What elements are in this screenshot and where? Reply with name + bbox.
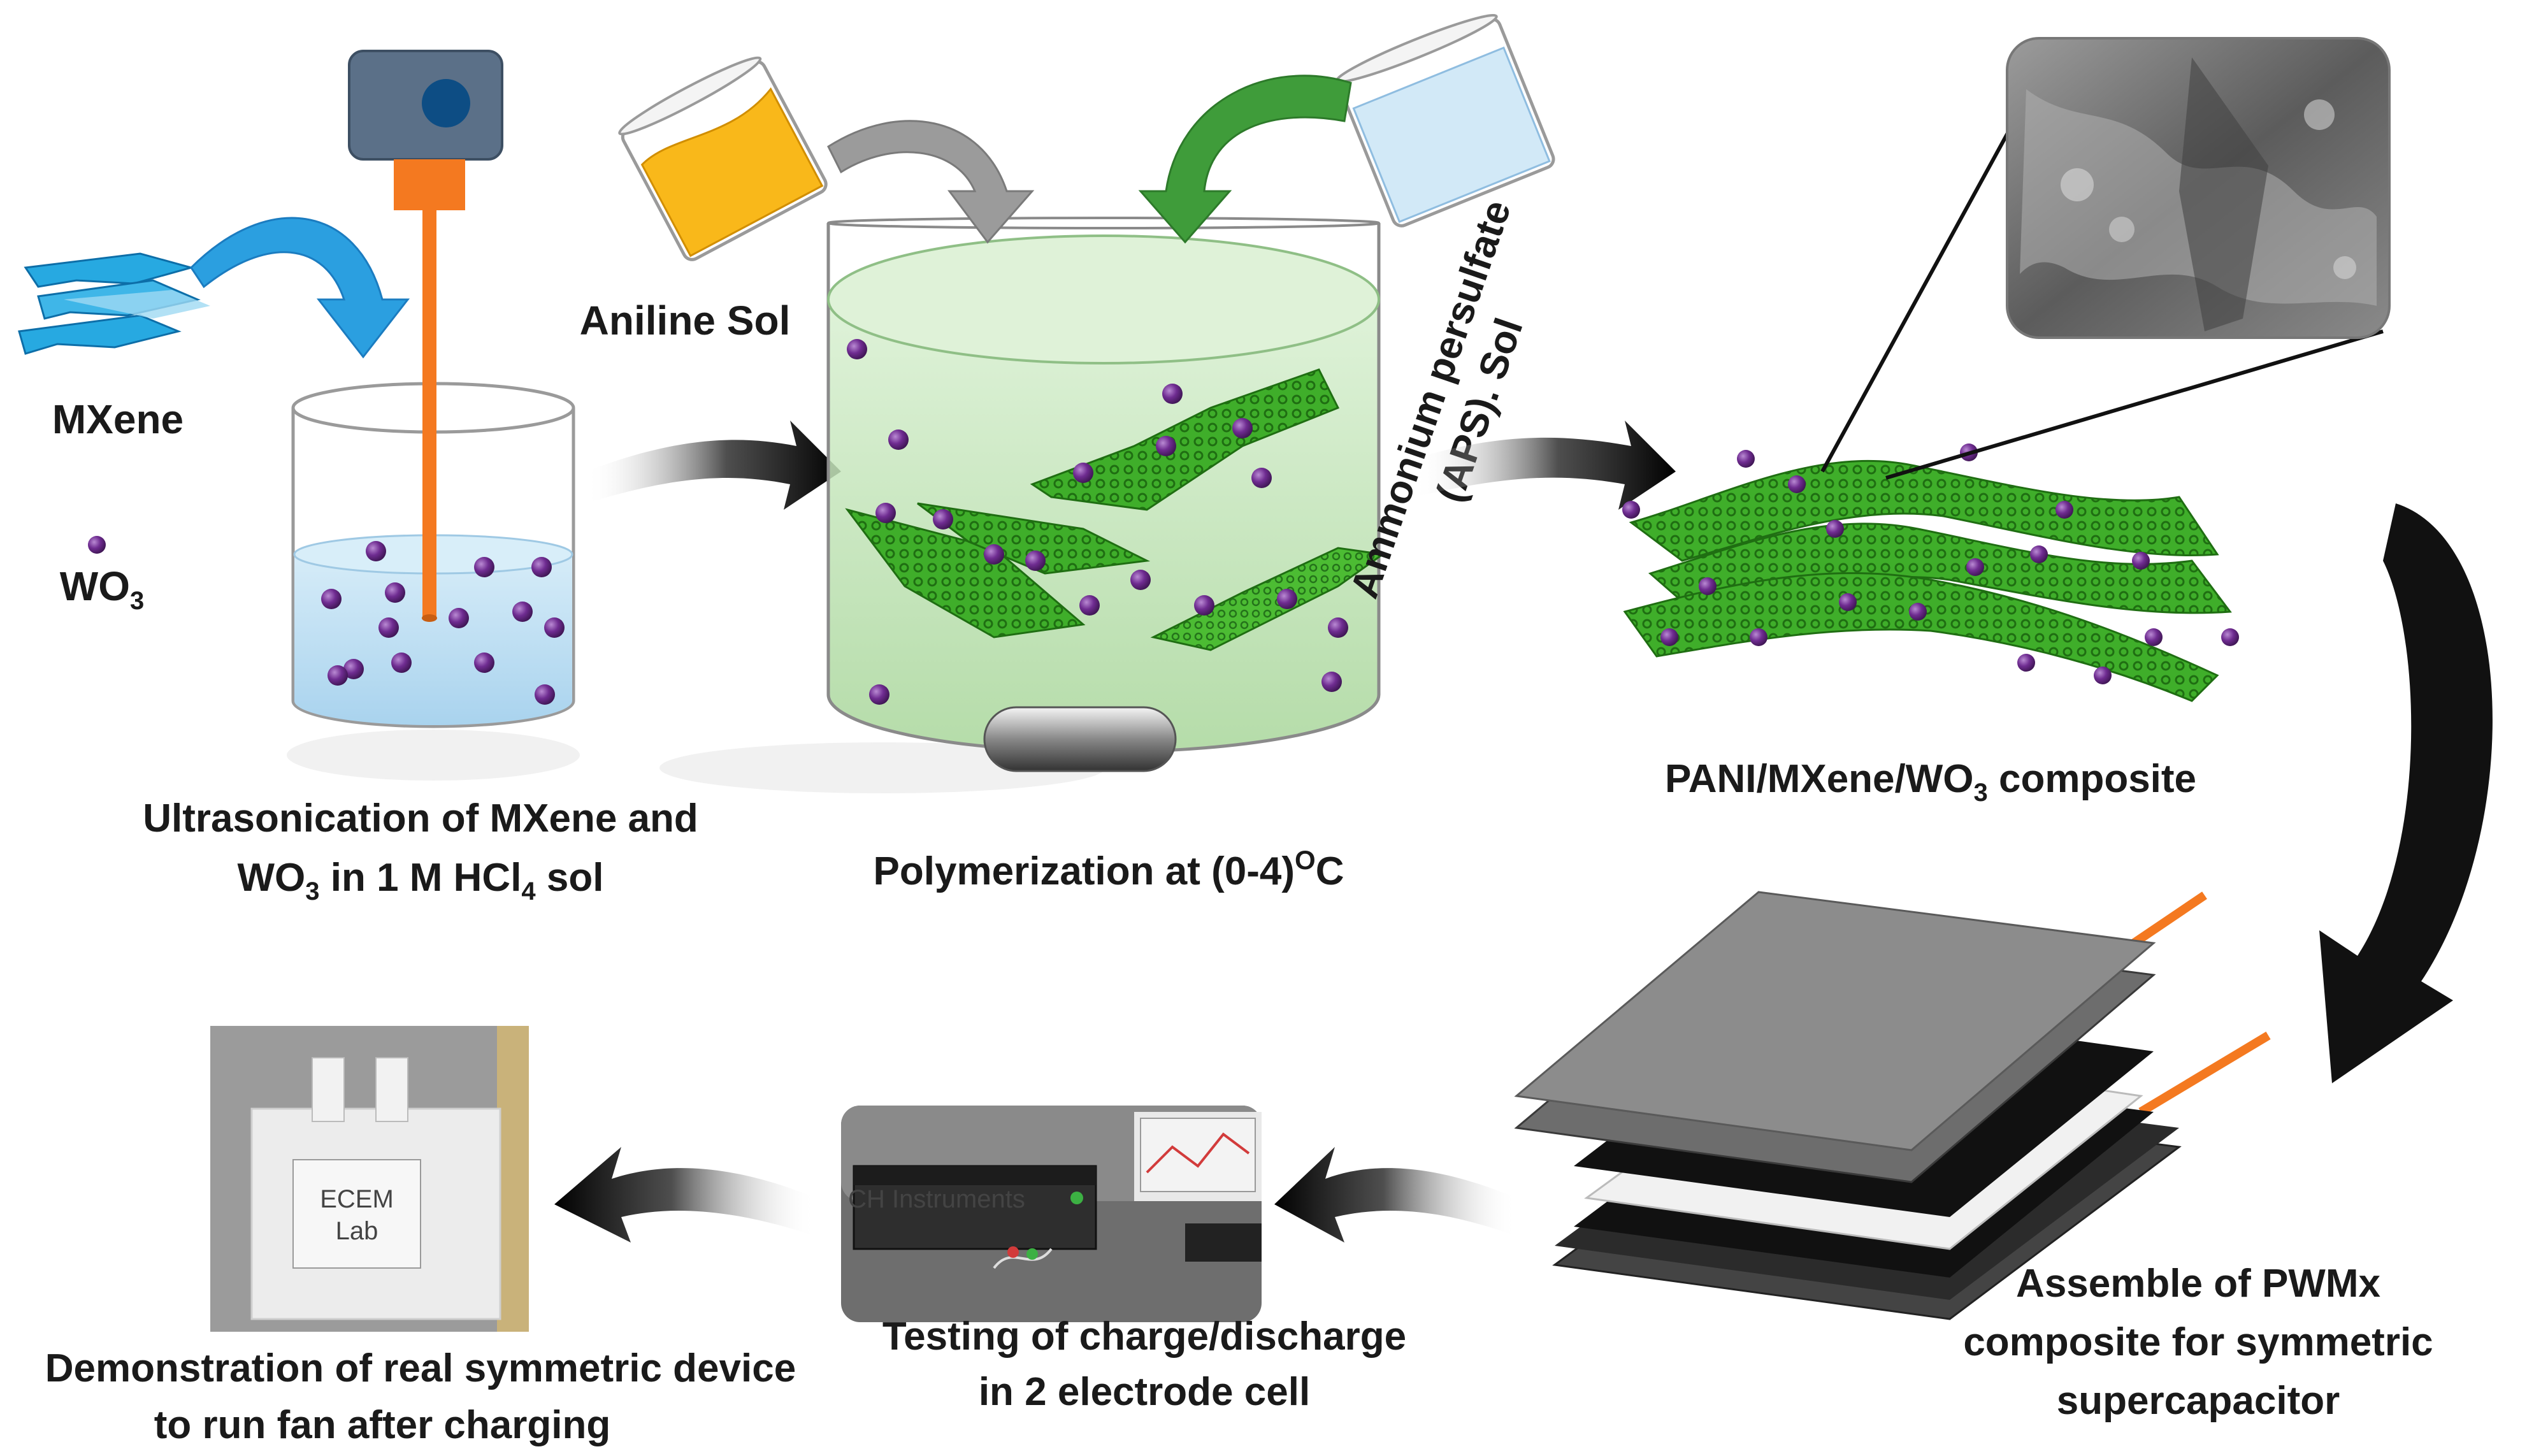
mxene-flakes-icon — [18, 252, 210, 355]
svg-text:CH Instruments: CH Instruments — [848, 1185, 1025, 1213]
composite-caption: PANI/MXene/WO3 composite — [1665, 757, 2196, 807]
wo3-particle-icon — [2017, 654, 2035, 672]
wo3-particle-icon — [535, 684, 555, 705]
wo3-particle-icon — [847, 339, 867, 359]
wo3-particle-icon — [1194, 595, 1214, 616]
wo3-particle-icon — [1277, 589, 1297, 609]
wo3-particle-icon — [869, 684, 889, 705]
assemble-caption-line2: composite for symmetric — [1963, 1320, 2433, 1364]
wo3-particle-legend-icon — [88, 536, 106, 554]
wo3-particle-icon — [933, 509, 953, 530]
wo3-particle-icon — [2132, 552, 2150, 570]
testing-caption-line2: in 2 electrode cell — [979, 1370, 1310, 1414]
wo3-particle-icon — [1839, 593, 1857, 611]
wo3-particle-icon — [366, 541, 386, 561]
process-arrow-2-icon — [1415, 421, 1676, 510]
wo3-particle-icon — [2055, 501, 2073, 519]
sem-callout-line-2 — [1885, 329, 2384, 480]
svg-text:Lab: Lab — [336, 1217, 378, 1245]
polymerization-caption: Polymerization at (0-4)OC — [874, 845, 1344, 893]
assemble-caption-line3: supercapacitor — [2057, 1379, 2340, 1423]
composite-sheets-icon — [1623, 459, 2232, 702]
mxene-add-arrow-icon — [190, 217, 410, 359]
wo3-particle-icon — [512, 602, 533, 622]
wo3-particle-icon — [1130, 570, 1151, 590]
wo3-particle-icon — [1025, 551, 1046, 571]
wo3-particle-icon — [1622, 501, 1640, 519]
wo3-particle-icon — [875, 503, 896, 523]
testing-caption-line1: Testing of charge/discharge — [882, 1315, 1406, 1359]
process-arrow-4-icon — [1274, 1147, 1516, 1243]
aniline-label: Aniline Sol — [580, 298, 791, 343]
wo3-particle-icon — [1073, 463, 1093, 483]
green-sheets-in-solution — [845, 368, 1385, 651]
aps-beaker-icon — [1335, 13, 1555, 227]
wo3-particle-icon — [1251, 468, 1272, 488]
pouch-cell-photo: ECEM Lab — [210, 1026, 529, 1332]
wo3-particle-icon — [1788, 475, 1806, 493]
wo3-particle-icon — [474, 557, 494, 577]
sem-callout-line-1 — [1820, 104, 2025, 473]
wo3-particle-icon — [2221, 628, 2239, 646]
wo3-particle-icon — [391, 652, 412, 673]
wo3-particle-icon — [1737, 450, 1755, 468]
wo3-particle-icon — [1156, 436, 1176, 456]
wo3-particle-icon — [1750, 628, 1767, 646]
magnetic-stir-bar-icon — [983, 706, 1177, 772]
demonstration-caption-line1: Demonstration of real symmetric device — [45, 1346, 796, 1390]
testing-setup-photo: CH Instruments — [841, 1106, 1262, 1322]
wo3-particle-icon — [1909, 603, 1927, 621]
wo3-particle-icon — [1966, 558, 1984, 576]
sem-micrograph-image — [2006, 37, 2391, 339]
sonicator-probe-icon — [348, 50, 503, 622]
wo3-particle-icon — [531, 557, 552, 577]
aps-pour-arrow-icon — [1138, 75, 1352, 244]
wo3-particle-icon — [328, 665, 348, 686]
wo3-particle-icon — [544, 617, 565, 638]
process-arrow-3-curved-icon — [2319, 503, 2493, 1083]
demonstration-caption-line2: to run fan after charging — [154, 1403, 610, 1447]
wo3-particle-icon — [378, 617, 399, 638]
polymerization-particles — [847, 339, 1348, 705]
supercapacitor-assembly-icon — [1514, 891, 2271, 1320]
wo3-particle-icon — [2094, 667, 2112, 684]
wo3-particle-icon — [984, 544, 1004, 565]
wo3-particle-icon — [1232, 418, 1253, 438]
process-arrow-1-icon — [586, 421, 841, 510]
wo3-particle-icon — [1699, 577, 1717, 595]
wo3-particle-icon — [1328, 617, 1348, 638]
wo3-particle-icon — [1826, 520, 1844, 538]
sonication-particles — [321, 541, 565, 705]
wo3-label: WO3 — [60, 563, 144, 615]
wo3-particle-icon — [1079, 595, 1100, 616]
wo3-particle-icon — [2030, 545, 2048, 563]
process-arrow-5-icon — [554, 1147, 816, 1243]
aniline-pour-arrow-icon — [827, 120, 1035, 244]
wo3-particle-icon — [474, 652, 494, 673]
composite-particles — [1622, 443, 2239, 684]
wo3-particle-icon — [1660, 628, 1678, 646]
assemble-caption-line1: Assemble of PWMx — [2016, 1262, 2380, 1306]
svg-text:ECEM: ECEM — [320, 1185, 394, 1213]
ultrasonication-caption-line1: Ultrasonication of MXene and — [143, 796, 698, 840]
aniline-beaker-icon — [618, 56, 828, 261]
mxene-label: MXene — [52, 396, 184, 442]
wo3-particle-icon — [2145, 628, 2163, 646]
wo3-particle-icon — [343, 659, 364, 679]
wo3-particle-icon — [449, 608, 469, 628]
wo3-particle-icon — [385, 582, 405, 603]
ultrasonication-caption-line2: WO3 in 1 M HCl4 sol — [238, 856, 604, 905]
wo3-particle-icon — [1321, 672, 1342, 692]
wo3-particle-icon — [1162, 384, 1183, 404]
wo3-particle-icon — [321, 589, 342, 609]
wo3-particle-icon — [888, 429, 909, 450]
